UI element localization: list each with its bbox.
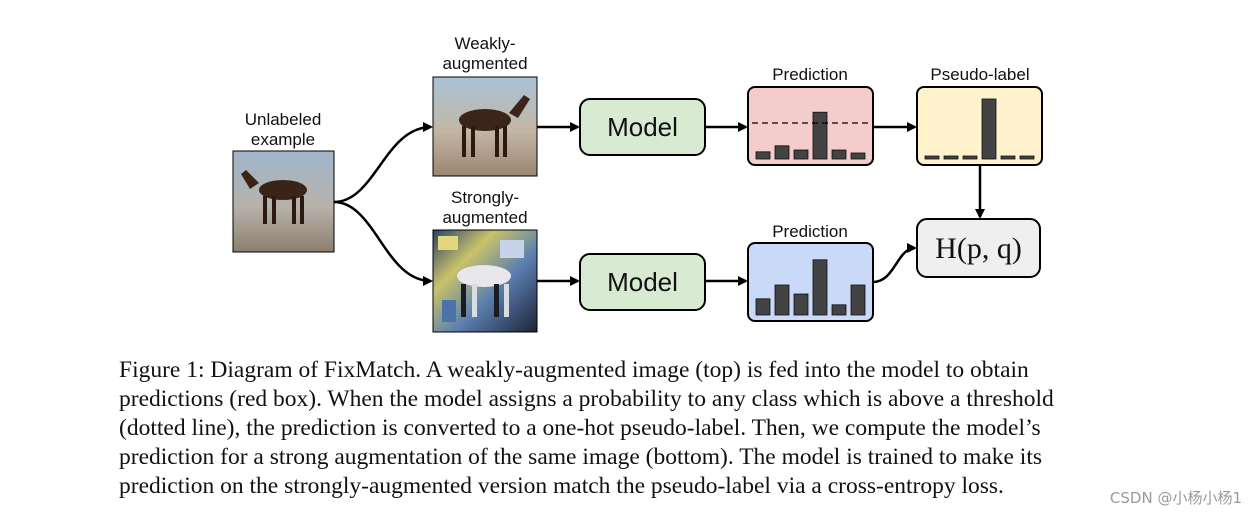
prediction-top-bar (793, 149, 809, 160)
model-top-text: Model (607, 112, 678, 142)
caption-line: predictions (red box). When the model as… (119, 386, 1054, 412)
prediction-top-bar (812, 111, 828, 160)
strong-label-line1: Strongly- (451, 188, 519, 207)
pseudo-label-bar (924, 155, 940, 160)
weak-label-line1: Weakly- (454, 34, 515, 53)
model-box-bottom: Model (579, 253, 706, 311)
caption-line: Figure 1: Diagram of FixMatch. A weakly-… (119, 357, 1029, 383)
prediction-top-bars (755, 111, 866, 160)
prediction-bottom-box (747, 242, 874, 322)
prediction-top-label: Prediction (772, 65, 848, 84)
pseudo-label-bar (943, 155, 959, 160)
pseudo-label-bar (981, 98, 997, 160)
unlabeled-label-line1: Unlabeled (245, 110, 322, 129)
pseudo-label-box (916, 86, 1043, 166)
prediction-top-bar (850, 152, 866, 160)
weakly-augmented-image (432, 76, 538, 177)
prediction-bottom-bar (850, 284, 866, 316)
prediction-bottom-bar (793, 293, 809, 316)
prediction-bottom-bar (831, 304, 847, 316)
prediction-bottom-bar (755, 298, 771, 316)
cross-entropy-loss-box: H(p, q) (916, 218, 1041, 278)
prediction-top-bar (755, 151, 771, 160)
model-bottom-text: Model (607, 267, 678, 297)
pseudo-label-bar (1019, 155, 1035, 160)
arrow-prediction-to-loss (872, 243, 917, 284)
prediction-top-bar (831, 149, 847, 160)
unlabeled-example-image (232, 150, 335, 253)
fixmatch-diagram: Unlabeled example Weakly- augmented Stro… (232, 34, 1043, 333)
loss-text: H(p, q) (935, 232, 1022, 265)
pseudo-label-bars (924, 98, 1035, 160)
strongly-augmented-image (432, 229, 538, 333)
strong-label-line2: augmented (442, 208, 527, 227)
caption-line: (dotted line), the prediction is convert… (119, 415, 1041, 441)
prediction-top-bar (774, 145, 790, 160)
prediction-bottom-bars (755, 259, 866, 316)
watermark: CSDN @小杨小杨1 (1109, 489, 1242, 507)
figure-caption: Figure 1: Diagram of FixMatch. A weakly-… (119, 356, 1159, 501)
weak-label-line2: augmented (442, 54, 527, 73)
model-box-top: Model (579, 98, 706, 156)
pseudo-label-title: Pseudo-label (930, 65, 1029, 84)
prediction-bottom-label: Prediction (772, 222, 848, 241)
caption-line: prediction on the strongly-augmented ver… (119, 473, 1004, 499)
pseudo-label-bar (1000, 155, 1016, 160)
arrow-to-weak (333, 122, 433, 204)
prediction-bottom-bar (812, 259, 828, 316)
arrow-to-strong (333, 200, 433, 286)
pseudo-label-bar (962, 155, 978, 160)
prediction-bottom-bar (774, 284, 790, 316)
unlabeled-label-line2: example (251, 130, 315, 149)
caption-line: prediction for a strong augmentation of … (119, 444, 1043, 470)
prediction-top-box (747, 86, 874, 166)
